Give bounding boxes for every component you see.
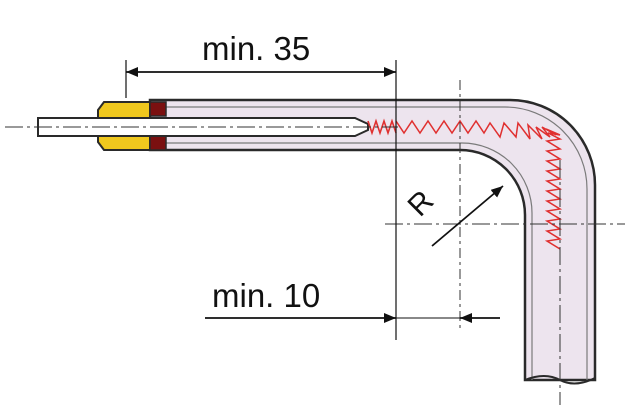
- tube-inner-wall: [150, 106, 588, 380]
- radius-arrow: [431, 185, 504, 247]
- dimension-label-bottom: min. 10: [212, 277, 320, 314]
- dimension-label-top: min. 35: [202, 30, 310, 67]
- seal-ring-bottom: [149, 135, 167, 151]
- bent-tube-body: [148, 98, 597, 382]
- heating-wire: [395, 119, 563, 250]
- tube-inner-wall-2: [150, 142, 533, 380]
- radius-label: R: [402, 184, 441, 223]
- seal-ring-top: [149, 101, 167, 117]
